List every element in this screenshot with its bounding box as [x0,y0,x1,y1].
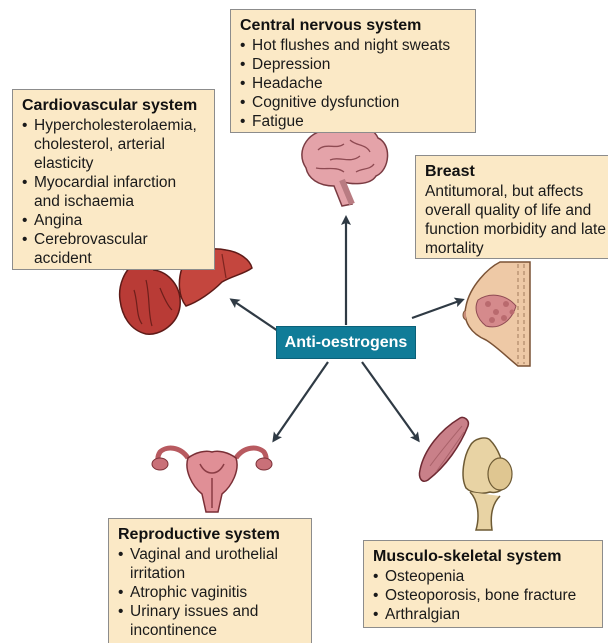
cns-box: Central nervous system Hot flushes and n… [230,9,476,133]
brain-illustration [302,124,388,206]
breast-illustration [463,262,530,366]
musc-item: Osteopenia [373,567,594,586]
repro-item: Urinary issues and incontinence [118,602,303,640]
cardio-item: Angina [22,211,206,230]
repro-list: Vaginal and urothelial irritation Atroph… [118,545,303,640]
breast-text: Antitumoral, but affects overall quality… [425,182,607,258]
cns-list: Hot flushes and night sweats Depression … [240,36,467,131]
muscle-illustration [419,417,468,481]
breast-box: Breast Antitumoral, but affects overall … [415,155,608,259]
musc-list: Osteopenia Osteoporosis, bone fracture A… [373,567,594,624]
repro-box: Reproductive system Vaginal and urotheli… [108,518,312,643]
cardio-box: Cardiovascular system Hypercholesterolae… [12,89,215,270]
cns-item: Fatigue [240,112,467,131]
musc-box: Musculo-skeletal system Osteopenia Osteo… [363,540,603,628]
cardio-item: Cerebrovascular accident [22,230,206,268]
uterus-illustration [152,448,272,512]
musc-title: Musculo-skeletal system [373,547,594,566]
repro-item: Atrophic vaginitis [118,583,303,602]
arrow-to-repro [274,362,328,440]
arrow-to-cardio [232,300,278,331]
musc-item: Osteoporosis, bone fracture [373,586,594,605]
repro-item: Vaginal and urothelial irritation [118,545,303,583]
breast-title: Breast [425,162,607,181]
cardio-item: Hypercholesterolaemia, cholesterol, arte… [22,116,206,173]
cardio-title: Cardiovascular system [22,96,206,115]
knee-joint-illustration [463,438,512,530]
cns-item: Hot flushes and night sweats [240,36,467,55]
cns-item: Headache [240,74,467,93]
cns-item: Depression [240,55,467,74]
cns-title: Central nervous system [240,16,467,35]
cardio-list: Hypercholesterolaemia, cholesterol, arte… [22,116,206,268]
arrow-to-breast [412,300,462,318]
musc-item: Arthralgian [373,605,594,624]
cardio-item: Myocardial infarction and ischaemia [22,173,206,211]
repro-title: Reproductive system [118,525,303,544]
anti-oestrogens-label: Anti-oestrogens [276,326,416,359]
arrow-to-musc [362,362,418,440]
cns-item: Cognitive dysfunction [240,93,467,112]
